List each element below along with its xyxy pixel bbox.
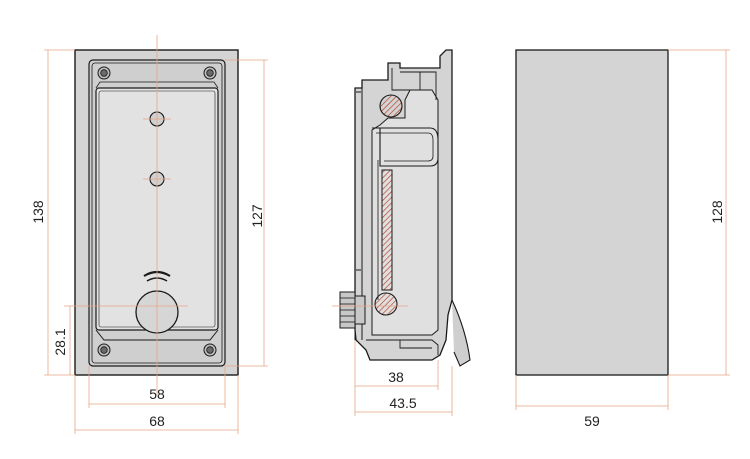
side-hook-wire-inner [376,132,434,162]
dim-side-outer-depth [354,366,453,416]
front-view: 138 127 28.1 58 68 [30,35,268,434]
corner-screw-top-left [97,66,111,80]
side-bottom-pivot [374,292,398,316]
side-bottom-base [366,339,439,355]
corner-screw-top-right [203,66,217,80]
side-hatched-bar [381,169,393,291]
back-view: 128 59 [515,49,730,429]
dim-back-height [668,49,730,376]
dim-side-outer-depth-label: 43.5 [389,395,416,411]
dim-inner-width [88,366,226,408]
dim-inner-width-label: 58 [149,386,165,402]
dim-bottom-offset-label: 28.1 [52,328,68,355]
side-top-pivot [379,94,403,118]
dim-outer-width [74,375,239,434]
dim-back-width [515,375,669,410]
side-hook-wire [372,127,439,167]
side-front-wall [354,88,363,340]
dim-side-inner-depth-label: 38 [388,369,404,385]
dim-side-inner-depth [354,340,439,390]
side-cable-gland [339,291,366,329]
side-top-steps [391,68,437,100]
dim-back-width-label: 59 [584,413,600,429]
back-box [515,49,669,376]
side-door-curve [451,299,471,367]
dim-outer-height-label: 138 [30,200,46,224]
corner-screw-bottom-right [203,343,217,357]
side-view: 38 43.5 [332,49,471,416]
corner-screw-bottom-left [97,343,111,357]
dim-outer-width-label: 68 [149,413,165,429]
dim-inner-height [225,59,268,367]
dim-inner-height-label: 127 [249,204,265,228]
dim-back-height-label: 128 [709,200,725,224]
